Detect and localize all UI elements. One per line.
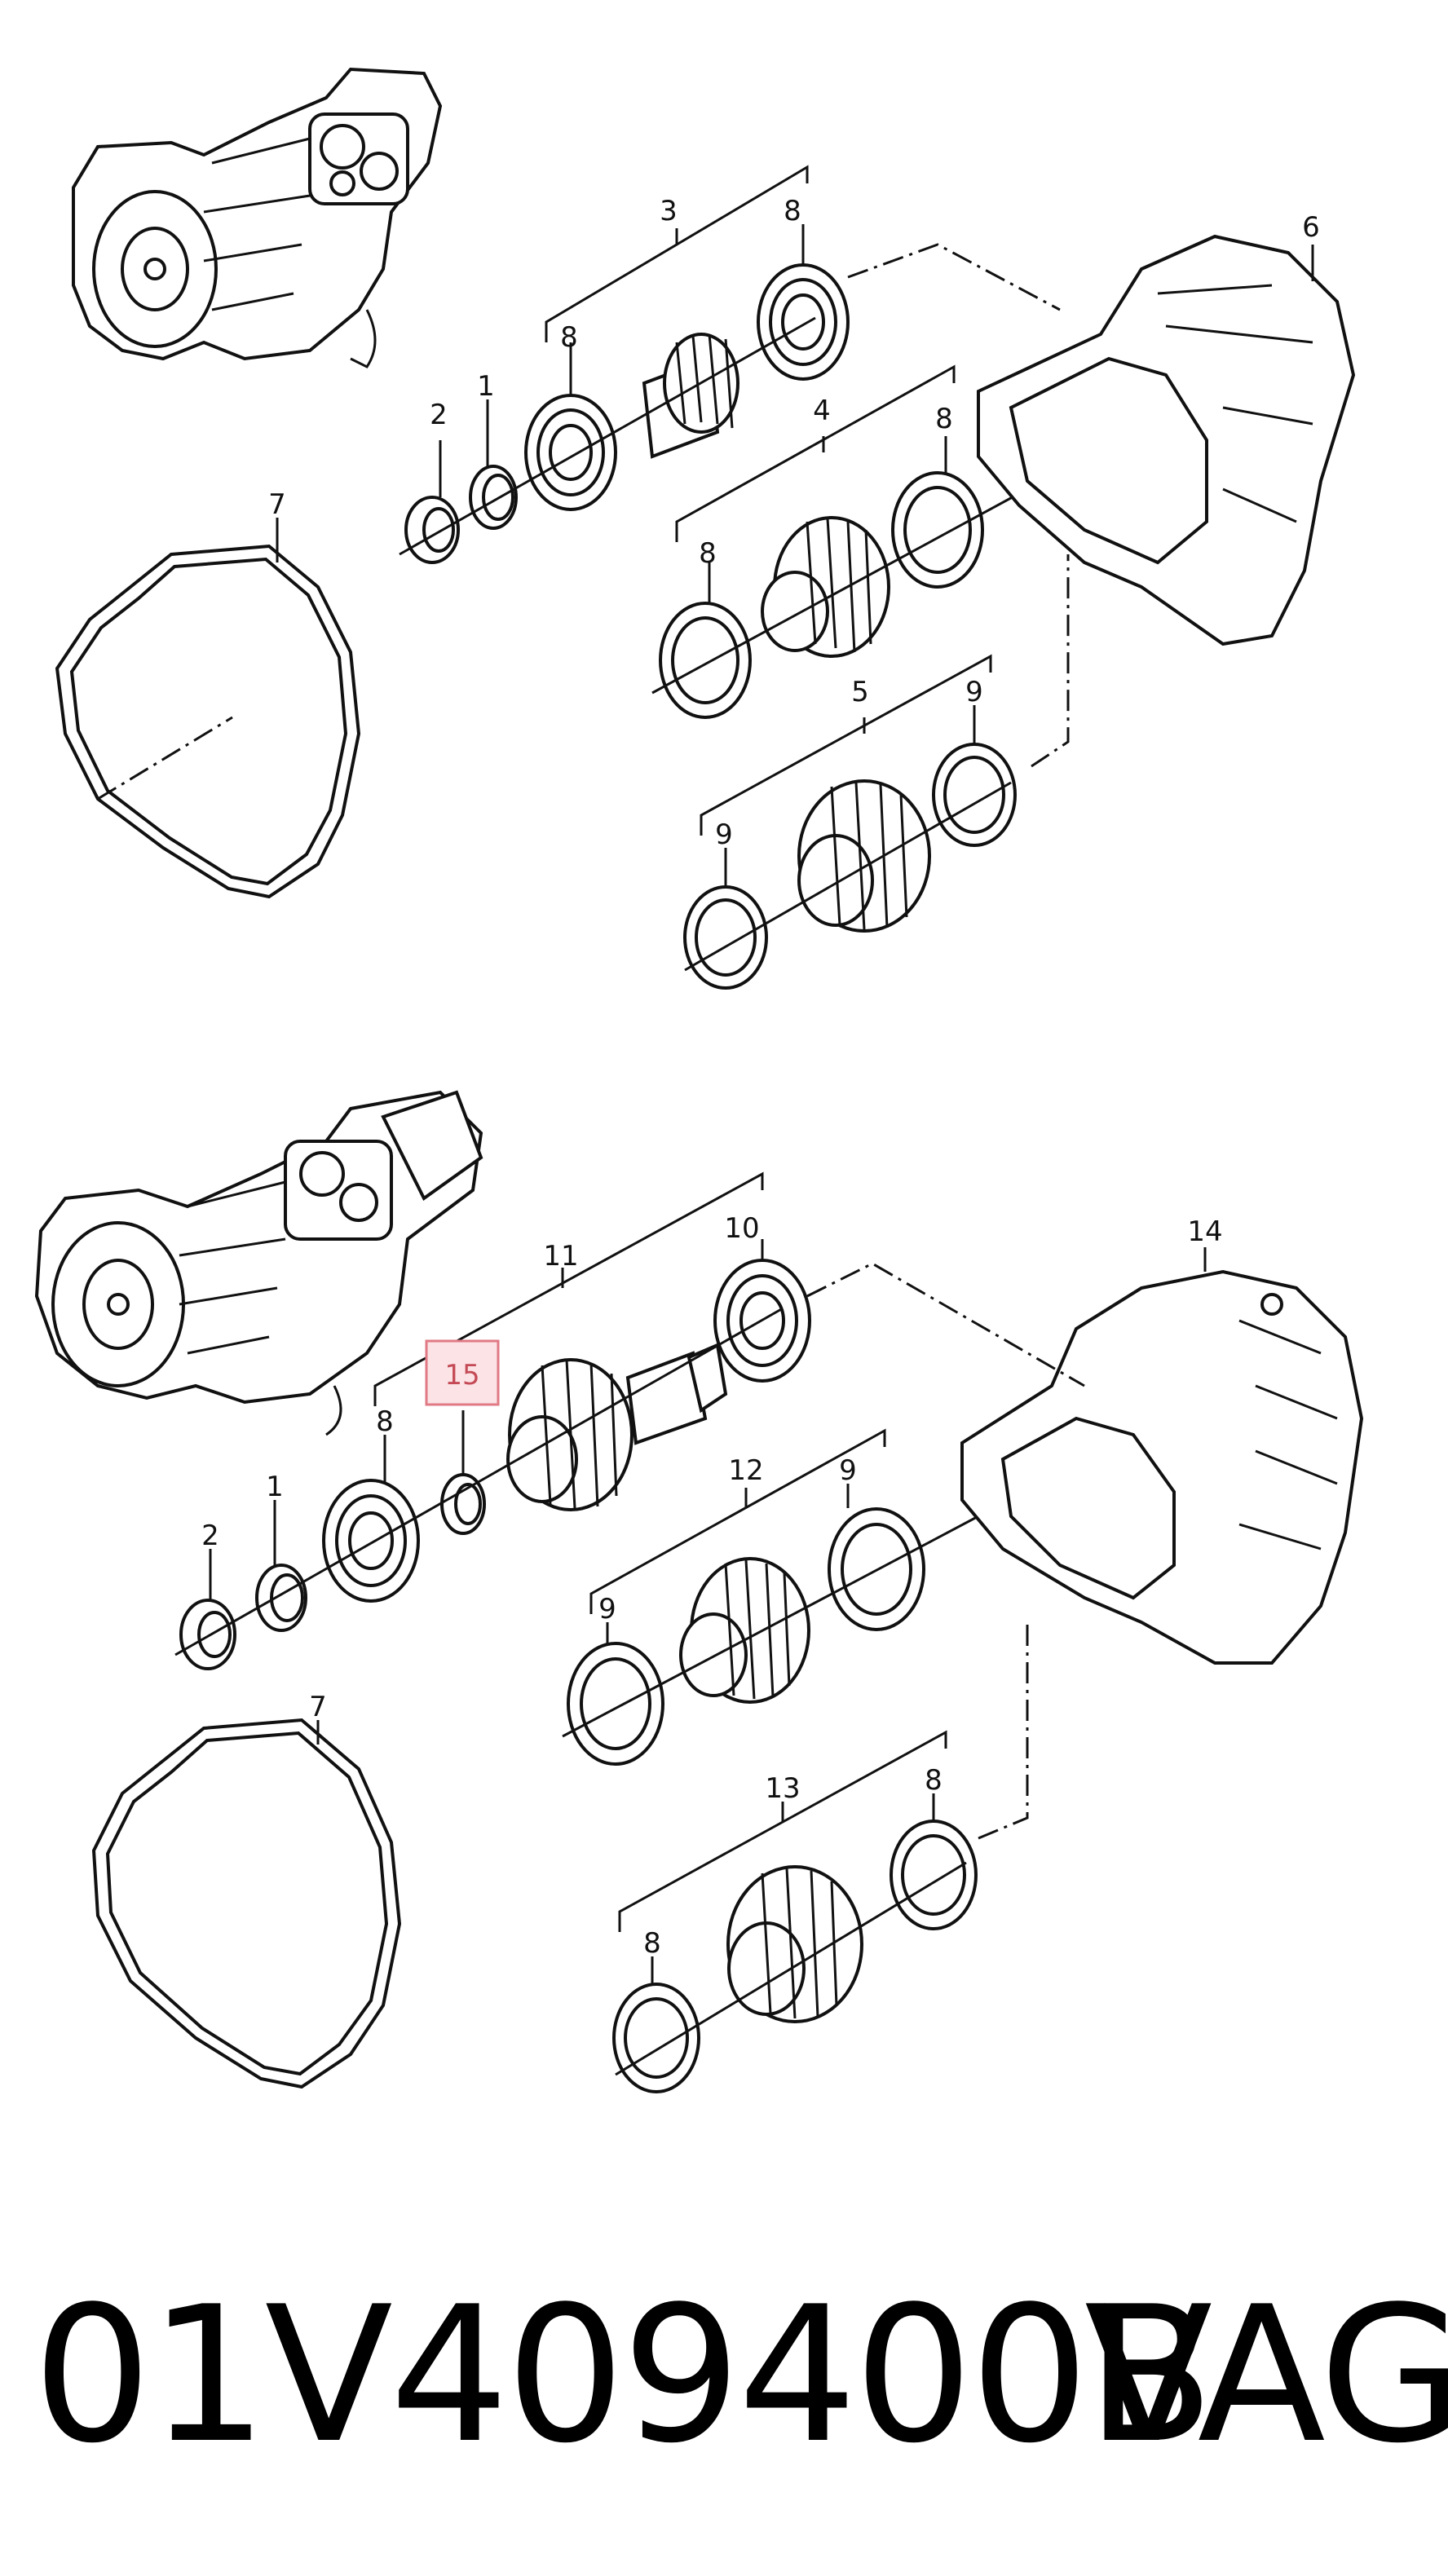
bearing-bottom-5 <box>612 1983 700 2093</box>
callout-8-a: 8 <box>784 195 801 227</box>
part-number: 01V409400B <box>33 2267 1215 2485</box>
callout-6: 6 <box>1302 211 1320 244</box>
gasket-top <box>55 544 361 899</box>
ring-top <box>469 465 518 530</box>
gear-top-4 <box>761 516 890 658</box>
ring-bottom <box>255 1564 307 1632</box>
callout-12: 12 <box>728 1454 763 1487</box>
gear-bottom-12 <box>679 1557 810 1704</box>
bearing-top-5 <box>683 885 768 990</box>
housing-top <box>977 234 1356 646</box>
callout-2: 2 <box>430 399 448 431</box>
seal-top <box>404 496 460 564</box>
callout-11: 11 <box>543 1240 578 1273</box>
housing-bottom <box>960 1269 1364 1665</box>
callout-8-g: 8 <box>643 1927 661 1960</box>
callout-8-b: 8 <box>560 321 578 354</box>
brand-name: VAG <box>1084 2267 1448 2485</box>
callout-8-e: 8 <box>376 1405 394 1438</box>
seal-bottom <box>179 1599 236 1670</box>
bearing-bottom-6 <box>890 1820 978 1930</box>
callout-9-a: 9 <box>965 676 983 708</box>
gear-bottom-13 <box>726 1865 863 2023</box>
bearing-bottom-1 <box>322 1479 420 1603</box>
main-shaft-bottom <box>506 1343 728 1511</box>
callout-8-d: 8 <box>699 537 717 570</box>
callout-4: 4 <box>813 395 831 427</box>
transmission-thumbnail-top <box>72 67 443 368</box>
callout-7: 7 <box>268 488 286 521</box>
bearing-top-6 <box>932 743 1017 847</box>
callout-13: 13 <box>765 1772 800 1805</box>
shaft-gear-top <box>642 333 739 459</box>
callout-9-b: 9 <box>715 818 733 851</box>
callout-10: 10 <box>724 1212 759 1245</box>
callout-8-f: 8 <box>925 1764 943 1797</box>
bearing-top-2 <box>757 263 850 381</box>
bearing-top-1 <box>524 394 617 511</box>
callout-2-b: 2 <box>201 1520 219 1552</box>
callout-3: 3 <box>660 195 678 227</box>
bearing-bottom-3 <box>567 1642 664 1766</box>
bearing-top-4 <box>891 471 984 589</box>
callout-7-b: 7 <box>309 1691 327 1723</box>
bearing-top-3 <box>659 602 752 719</box>
gasket-bottom <box>91 1718 402 2089</box>
callout-5: 5 <box>851 676 869 708</box>
callout-9-d: 9 <box>598 1593 616 1625</box>
callout-1: 1 <box>477 370 495 403</box>
highlight-box-15 <box>425 1339 500 1406</box>
callout-9-c: 9 <box>839 1454 857 1487</box>
callout-8-c: 8 <box>935 403 953 435</box>
callout-15: 15 <box>444 1359 479 1392</box>
gear-top-5 <box>797 779 931 933</box>
transmission-thumbnail-bottom <box>34 1090 483 1436</box>
callout-1-b: 1 <box>266 1471 284 1503</box>
callout-14: 14 <box>1187 1215 1222 1248</box>
